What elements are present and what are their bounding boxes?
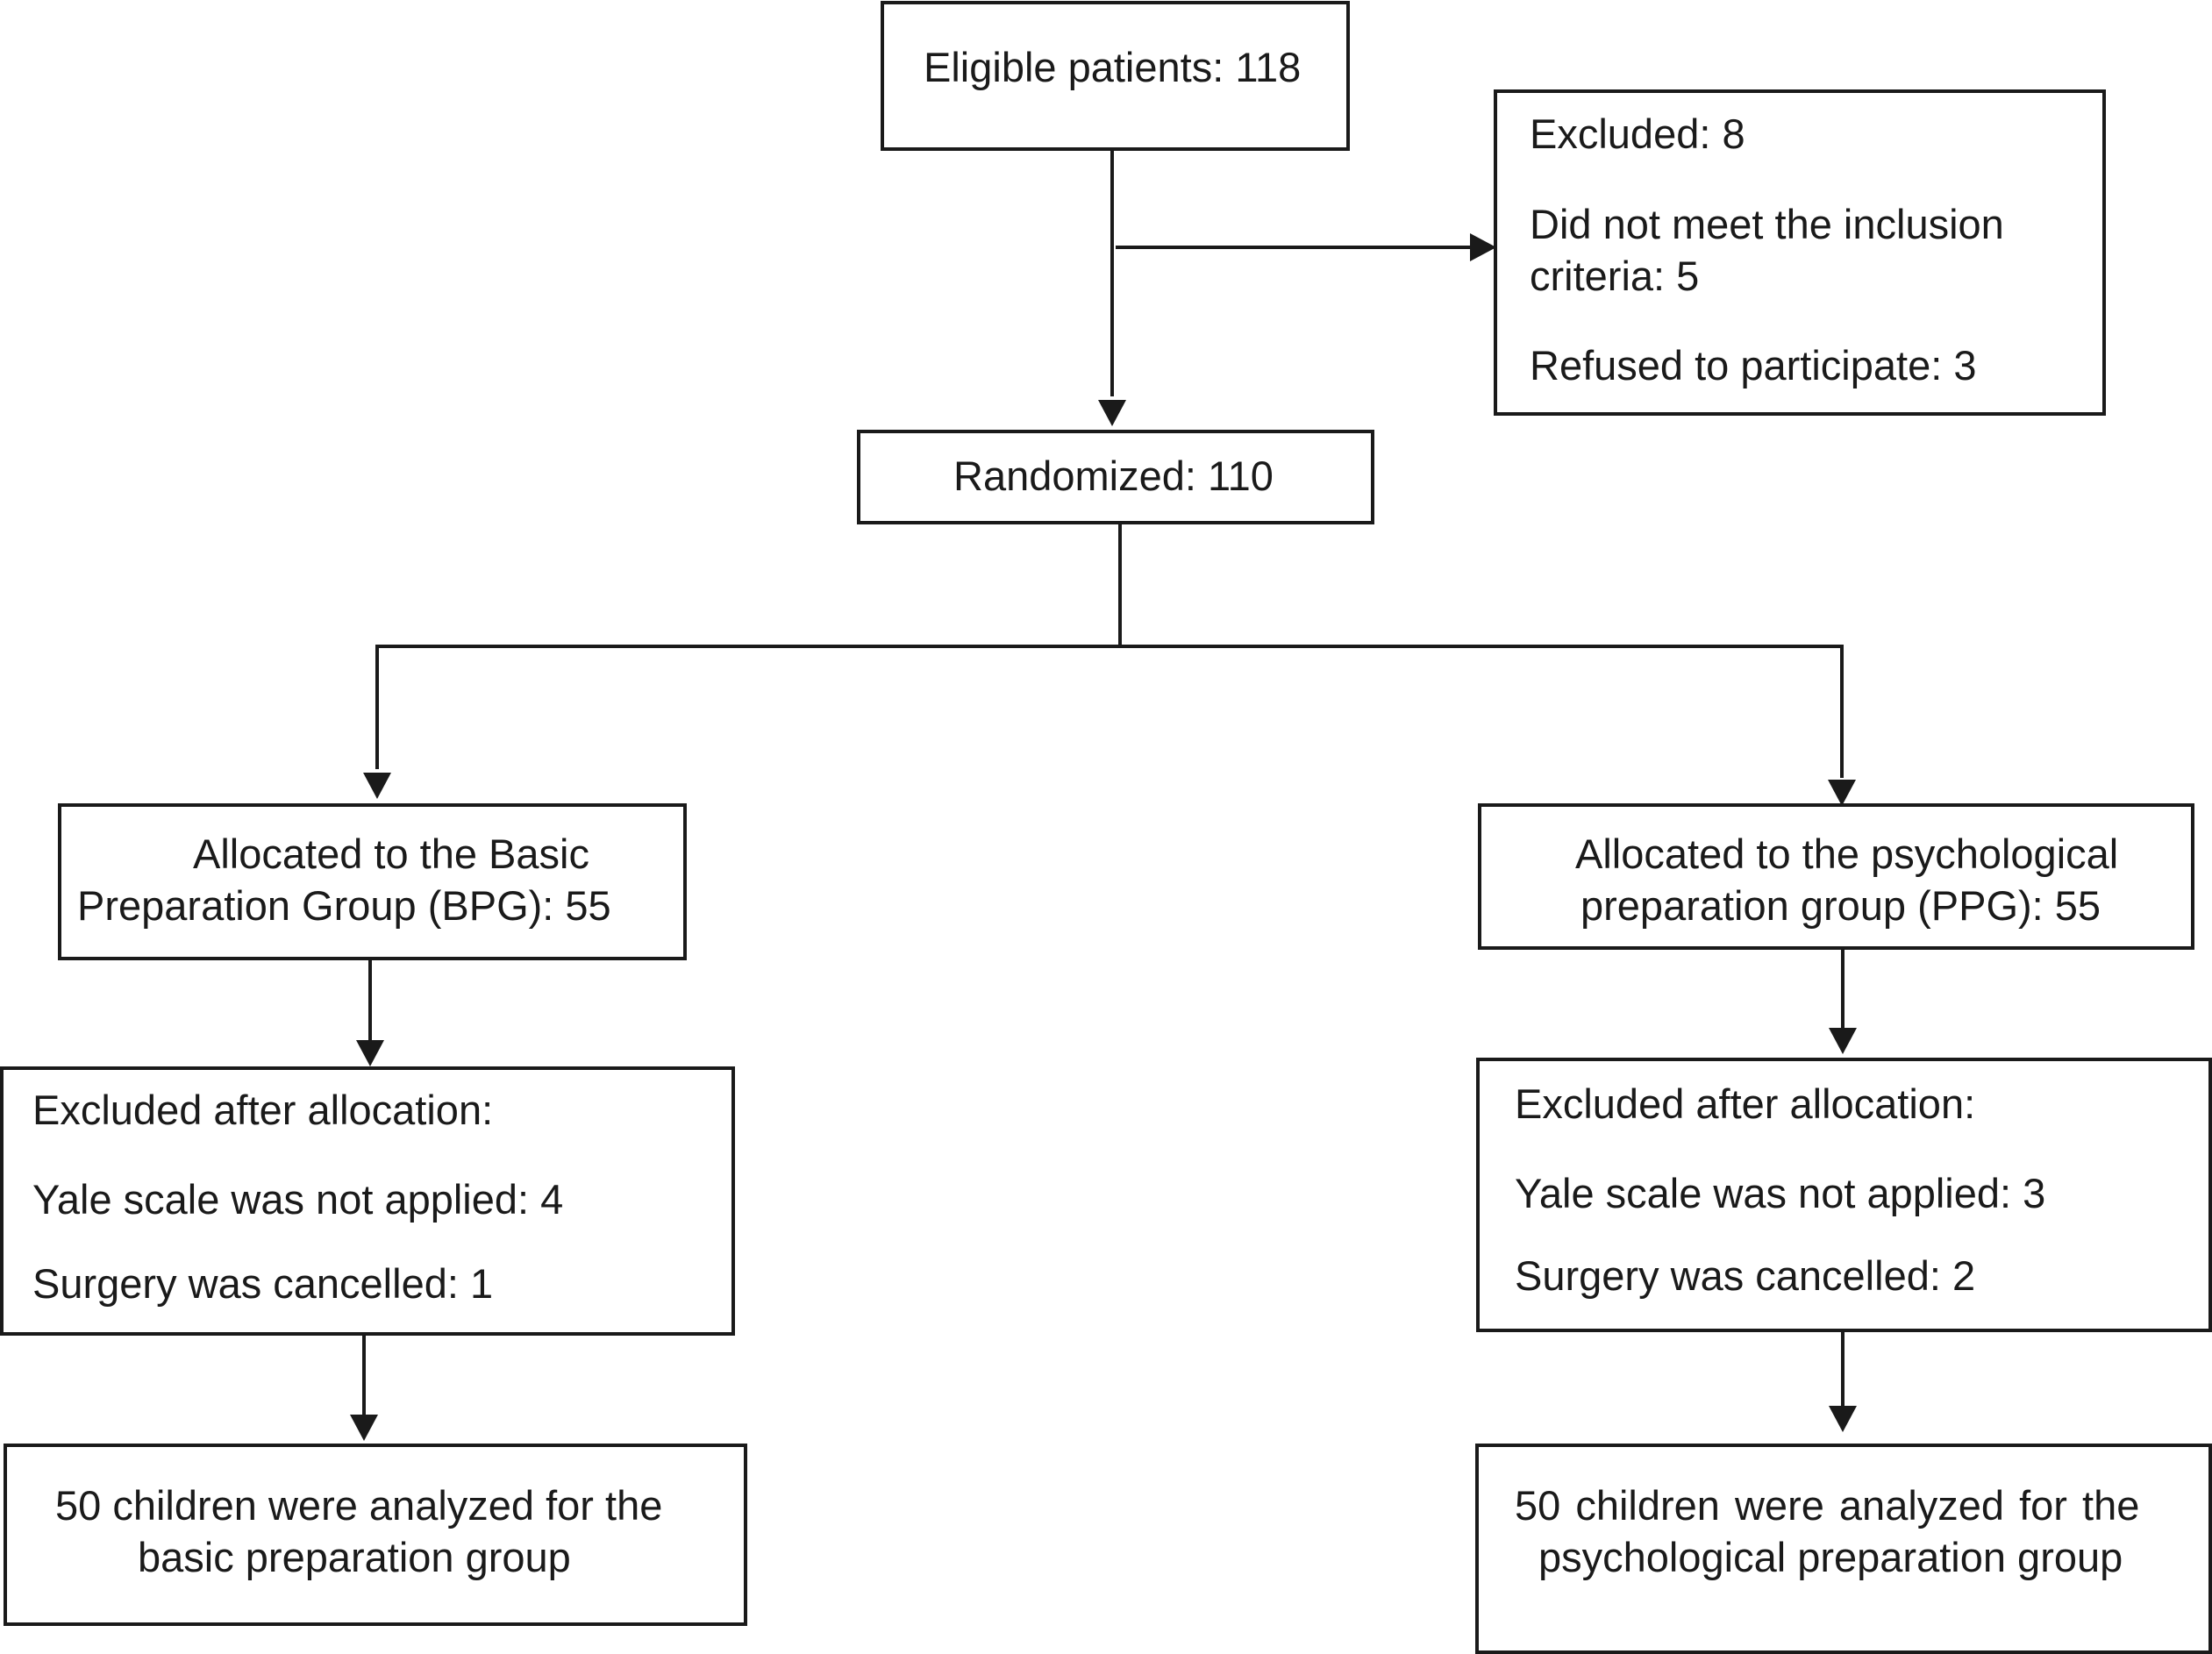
arrowhead-excluded [1470,233,1496,261]
ppg-excluded-title: Excluded after allocation: [1515,1080,1976,1127]
arrowhead-bpg-analyzed [350,1415,378,1441]
ppg-excluded-box: Excluded after allocation: Yale scale wa… [1476,1058,2212,1332]
bpg-allocation-line2: Preparation Group (BPG): 55 [77,882,611,929]
ppg-allocation-box: Allocated to the psychological preparati… [1478,803,2194,950]
arrowhead-randomized [1098,400,1126,426]
excluded-title: Excluded: 8 [1530,111,1745,157]
excluded-box: Excluded: 8 Did not meet the inclusion c… [1494,89,2106,416]
bpg-excluded-box: Excluded after allocation: Yale scale wa… [0,1066,735,1336]
bpg-analyzed-box: 50 children were analyzed for the basic … [4,1444,747,1626]
excluded-reason-refused: Refused to participate: 3 [1530,342,1977,389]
randomized-box: Randomized: 110 [857,430,1374,524]
randomized-text: Randomized: 110 [953,453,1274,499]
excluded-reason-inclusion-line1: Did not meet the inclusion [1530,201,2004,247]
bpg-allocation-line1: Allocated to the Basic [193,831,589,877]
excluded-reason-inclusion-line2: criteria: 5 [1530,253,1700,299]
arrowhead-bpg [363,773,391,799]
ppg-excluded-surgery: Surgery was cancelled: 2 [1515,1252,1976,1299]
bpg-excluded-title: Excluded after allocation: [32,1087,494,1133]
arrowhead-ppg [1828,780,1856,806]
arrowhead-ppg-excluded [1829,1028,1857,1054]
eligible-patients-box: Eligible patients: 118 [881,1,1350,151]
arrowhead-bpg-excluded [356,1040,384,1066]
arrowhead-ppg-analyzed [1829,1406,1857,1432]
bpg-analyzed-line1: 50 children were analyzed for the [55,1482,663,1529]
bpg-analyzed-line2: basic preparation group [138,1534,571,1580]
ppg-excluded-yale: Yale scale was not applied: 3 [1515,1170,2046,1216]
ppg-analyzed-box: 50 children were analyzed for the psycho… [1475,1444,2212,1654]
eligible-patients-text: Eligible patients: 118 [924,44,1302,90]
ppg-analyzed-line2: psychological preparation group [1538,1534,2123,1580]
ppg-analyzed-line1: 50 children were analyzed for the [1515,1482,2140,1529]
ppg-allocation-line1: Allocated to the psychological [1575,831,2119,877]
bpg-excluded-yale: Yale scale was not applied: 4 [32,1176,564,1223]
ppg-allocation-line2: preparation group (PPG): 55 [1581,882,2101,929]
bpg-excluded-surgery: Surgery was cancelled: 1 [32,1260,494,1307]
bpg-allocation-box: Allocated to the Basic Preparation Group… [58,803,687,960]
